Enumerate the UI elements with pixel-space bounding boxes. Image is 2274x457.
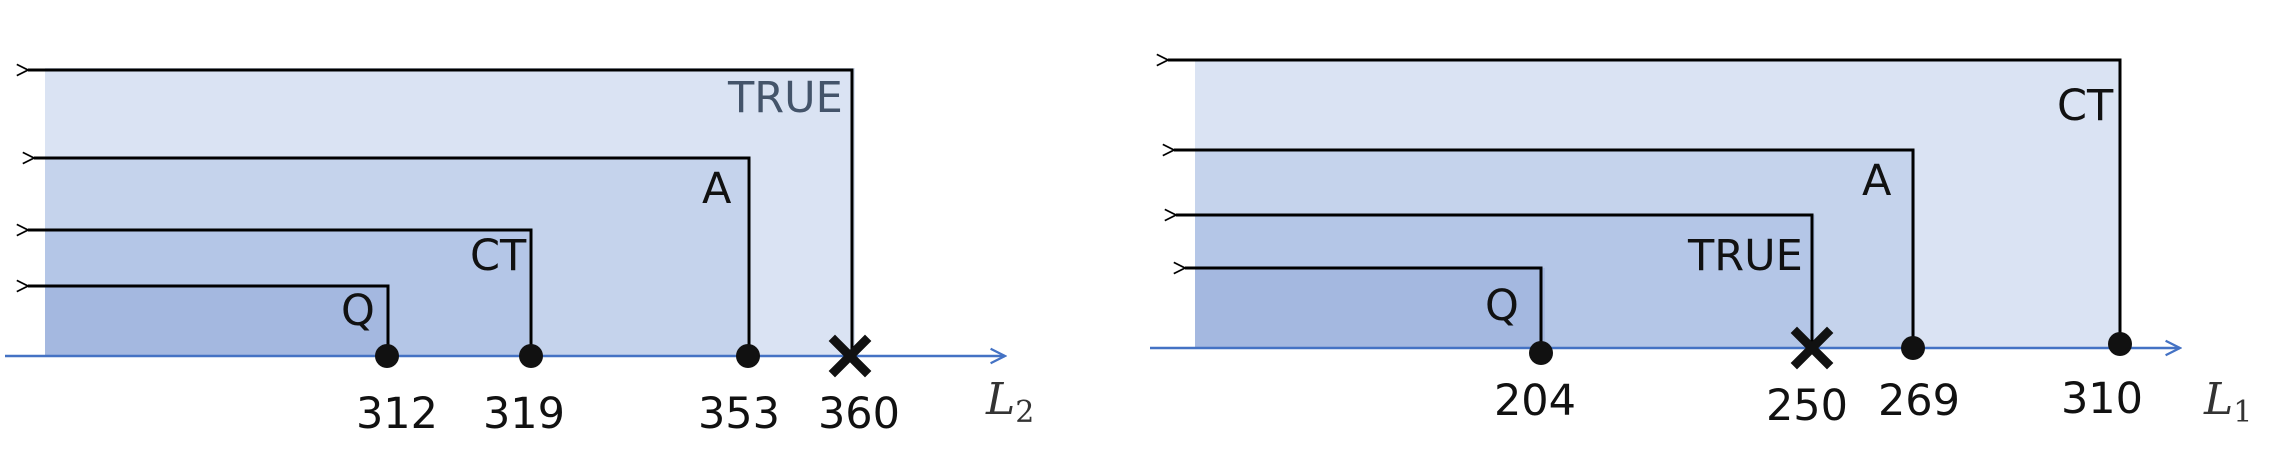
marker-dot-q	[375, 344, 399, 368]
interval-a-bracket	[1174, 150, 1915, 348]
tick-label-312: 312	[356, 389, 438, 439]
marker-dot-ct	[519, 344, 543, 368]
interval-label-ct: CT	[470, 231, 527, 281]
tick-label-360: 360	[818, 389, 900, 439]
axis-name-l1: L1	[2203, 374, 2252, 430]
marker-dot-q	[1529, 341, 1553, 365]
interval-label-true: TRUE	[727, 73, 843, 123]
tick-label-250: 250	[1766, 381, 1848, 431]
interval-label-true: TRUE	[1687, 231, 1803, 281]
tick-label-353: 353	[698, 389, 780, 439]
panel-l2: TRUE A CT Q 312 319 353 360 L2	[5, 68, 1034, 439]
region-q	[45, 286, 387, 356]
interval-a-bracket	[34, 158, 751, 356]
interval-q-bracket	[28, 286, 390, 356]
panel-l1: CT A TRUE Q 204 250 269 310 L1	[1150, 60, 2252, 431]
tick-label-319: 319	[483, 389, 565, 439]
interval-ct-bracket	[28, 230, 533, 356]
marker-cross-true	[1790, 326, 1834, 370]
interval-label-q: Q	[1485, 281, 1519, 331]
marker-dot-ct	[2108, 332, 2132, 356]
marker-dot-a	[736, 344, 760, 368]
marker-cross-true	[828, 334, 872, 378]
interval-label-a: A	[702, 164, 732, 214]
interval-true-bracket	[28, 70, 854, 356]
interval-label-q: Q	[341, 286, 375, 336]
region-q	[1195, 268, 1545, 348]
tick-label-269: 269	[1878, 376, 1960, 426]
interval-true-bracket	[1176, 215, 1814, 348]
interval-ct-bracket	[1168, 60, 2122, 348]
interval-label-ct: CT	[2057, 81, 2114, 131]
interval-q-bracket	[1185, 268, 1543, 348]
interval-label-a: A	[1862, 156, 1892, 206]
axis-name-l2: L2	[985, 374, 1034, 430]
tick-label-310: 310	[2061, 374, 2143, 424]
marker-dot-a	[1901, 336, 1925, 360]
tick-label-204: 204	[1494, 376, 1576, 426]
